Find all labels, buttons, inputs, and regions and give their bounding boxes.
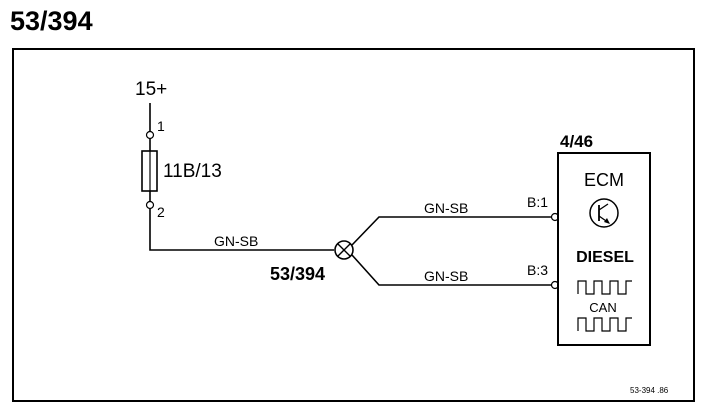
can-bus-label: CAN — [589, 300, 616, 315]
page-title: 53/394 — [10, 6, 93, 36]
splice-label: 53/394 — [270, 264, 325, 284]
lower-branch-wire — [351, 254, 552, 286]
ecm-name-label: ECM — [584, 170, 624, 190]
lower-wire-label: GN-SB — [424, 268, 468, 284]
ecm-ref-label: 4/46 — [560, 132, 593, 151]
fuse-pin-bottom-terminal — [145, 200, 155, 210]
supply-label: 15+ — [135, 79, 167, 100]
transistor-icon — [589, 198, 619, 228]
can-waveform-top-icon — [577, 280, 632, 295]
upper-wire-label: GN-SB — [424, 200, 468, 216]
footer-code: 53-394 .86 — [630, 386, 669, 395]
fuse-pin-top-terminal — [145, 130, 155, 140]
ecm-box — [557, 152, 651, 346]
ecm-pin-lower-label: B:3 — [527, 262, 548, 278]
main-wire-label: GN-SB — [214, 233, 258, 249]
fuse-pin-top-label: 1 — [157, 118, 165, 134]
fuse-pin-bottom-label: 2 — [157, 204, 165, 220]
main-wire — [149, 209, 334, 251]
ecm-type-label: DIESEL — [576, 249, 634, 266]
ecm-pin-upper-label: B:1 — [527, 194, 548, 210]
upper-branch-wire — [351, 216, 552, 246]
fuse-label: 11B/13 — [163, 161, 222, 182]
splice-symbol — [334, 240, 354, 260]
diagram-frame — [12, 48, 695, 402]
can-waveform-bottom-icon — [577, 317, 632, 332]
